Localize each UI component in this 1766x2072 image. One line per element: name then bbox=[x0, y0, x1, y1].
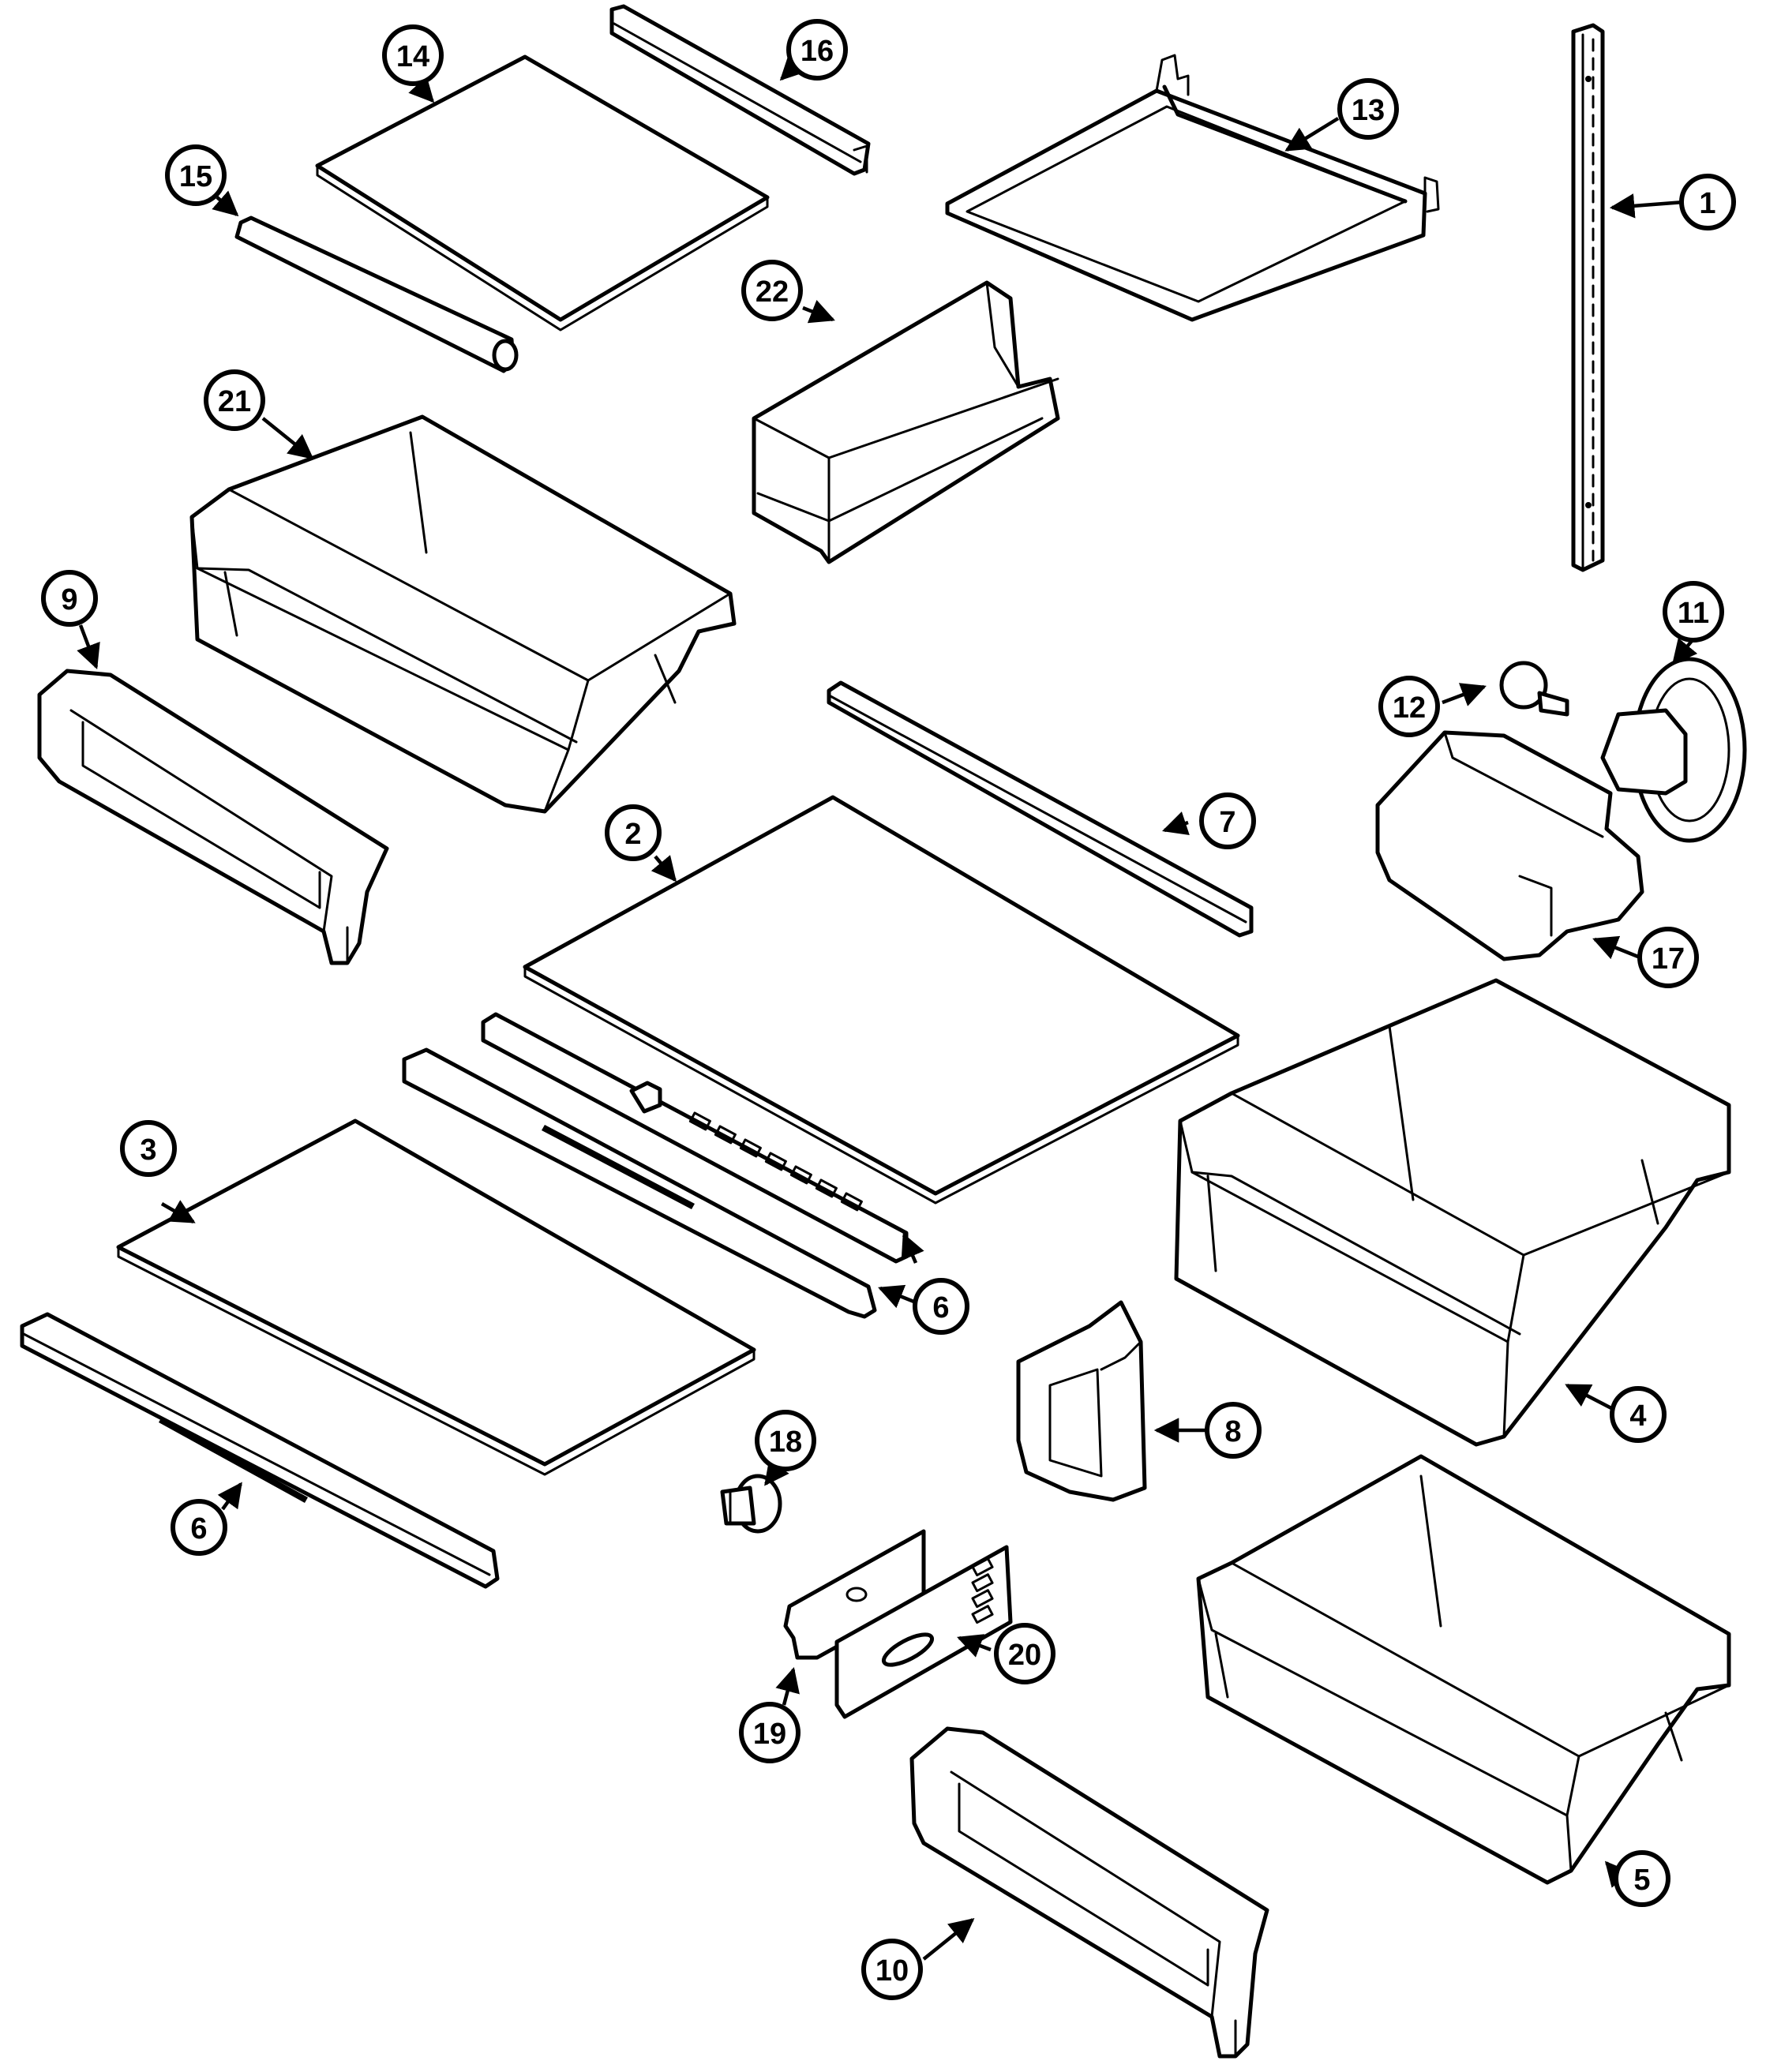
leader-6a-upper bbox=[901, 1233, 924, 1264]
leader-11 bbox=[1672, 638, 1698, 665]
callout-label: 12 bbox=[1393, 691, 1426, 725]
part-6-shelf-trim-front bbox=[402, 1012, 909, 1319]
callout-label: 7 bbox=[1219, 806, 1235, 839]
part-19-bracket bbox=[783, 1529, 926, 1660]
callout-label: 20 bbox=[1008, 1639, 1041, 1672]
part-3-glass-shelf bbox=[116, 1118, 756, 1476]
callout-label: 9 bbox=[61, 583, 77, 616]
callout-label: 2 bbox=[624, 818, 641, 851]
leader-4 bbox=[1565, 1384, 1614, 1411]
callout-label: 21 bbox=[218, 385, 251, 418]
callout-label: 15 bbox=[179, 160, 212, 193]
callout-10: 10 bbox=[861, 1939, 923, 2000]
callout-label: 13 bbox=[1352, 94, 1385, 127]
callout-11: 11 bbox=[1663, 581, 1724, 643]
leader-15 bbox=[212, 190, 239, 217]
callout-label: 1 bbox=[1699, 187, 1715, 220]
callout-17: 17 bbox=[1637, 927, 1699, 988]
leader-21 bbox=[261, 417, 314, 459]
callout-7: 7 bbox=[1199, 792, 1256, 849]
callout-label: 14 bbox=[396, 40, 429, 73]
part-22-dairy-bin bbox=[752, 280, 1060, 564]
part-11-light-socket bbox=[1600, 657, 1747, 843]
part-4-crisper-drawer bbox=[1174, 978, 1731, 1447]
callout-20: 20 bbox=[994, 1623, 1055, 1684]
leader-19 bbox=[775, 1666, 800, 1706]
leader-9 bbox=[77, 624, 100, 669]
callout-label: 22 bbox=[756, 275, 789, 309]
part-10-drawer-front bbox=[909, 1726, 1269, 2059]
part-5-crisper-drawer bbox=[1196, 1454, 1731, 1885]
callout-label: 10 bbox=[876, 1954, 909, 1988]
callout-label: 17 bbox=[1652, 942, 1685, 976]
part-15-round-trim bbox=[234, 215, 519, 373]
part-9-drawer-front bbox=[37, 669, 389, 965]
leader-14 bbox=[408, 76, 435, 103]
callout-label: 6 bbox=[190, 1512, 207, 1546]
callout-9: 9 bbox=[41, 570, 98, 627]
part-6-shelf-trim-lower bbox=[20, 1312, 500, 1589]
callout-2: 2 bbox=[605, 804, 662, 861]
callout-19: 19 bbox=[739, 1702, 801, 1763]
leader-lines bbox=[77, 54, 1698, 1961]
part-18-cap bbox=[720, 1474, 782, 1534]
callout-5: 5 bbox=[1614, 1850, 1670, 1907]
part-1-shelf-rail bbox=[1571, 23, 1605, 572]
part-21-crisper-drawer bbox=[189, 414, 737, 814]
leader-10 bbox=[922, 1918, 975, 1961]
callout-3: 3 bbox=[120, 1120, 177, 1177]
part-12-light-bulb bbox=[1499, 661, 1569, 717]
callout-14: 14 bbox=[382, 24, 444, 86]
leader-3 bbox=[160, 1200, 196, 1223]
leader-20 bbox=[957, 1634, 992, 1658]
part-8-humidity-control bbox=[1016, 1300, 1147, 1502]
leader-7 bbox=[1162, 811, 1190, 835]
part-14-glass-shelf bbox=[315, 54, 770, 332]
callout-label: 11 bbox=[1678, 597, 1709, 630]
leader-6b bbox=[217, 1482, 242, 1511]
leader-12 bbox=[1442, 683, 1487, 706]
callout-6b: 6 bbox=[171, 1499, 227, 1556]
callout-4: 4 bbox=[1610, 1386, 1667, 1443]
part-2-glass-shelf bbox=[523, 795, 1240, 1205]
part-17-light-shield bbox=[1375, 730, 1644, 961]
part-20-control-panel bbox=[834, 1545, 1013, 1719]
callout-label: 16 bbox=[801, 35, 834, 68]
part-16-shelf-trim bbox=[609, 4, 871, 176]
callout-15: 15 bbox=[165, 144, 227, 206]
callout-label: 18 bbox=[769, 1426, 802, 1459]
callout-16: 16 bbox=[786, 19, 848, 81]
part-7-shelf-trim bbox=[827, 680, 1254, 938]
leader-18 bbox=[764, 1458, 789, 1486]
callout-label: 5 bbox=[1633, 1864, 1650, 1897]
callout-13: 13 bbox=[1337, 78, 1399, 140]
leader-13 bbox=[1284, 117, 1340, 152]
callout-8: 8 bbox=[1205, 1402, 1262, 1459]
temperature-control-slots bbox=[688, 1111, 863, 1212]
callout-12: 12 bbox=[1378, 676, 1440, 737]
callout-6a: 6 bbox=[913, 1278, 969, 1335]
callout-label: 6 bbox=[932, 1291, 949, 1325]
leader-1 bbox=[1609, 193, 1685, 219]
callout-21: 21 bbox=[204, 369, 265, 431]
leader-2 bbox=[651, 855, 677, 882]
callout-label: 19 bbox=[753, 1718, 786, 1751]
leader-22 bbox=[802, 299, 835, 324]
callout-label: 4 bbox=[1629, 1399, 1646, 1433]
callout-22: 22 bbox=[741, 260, 803, 321]
leader-17 bbox=[1592, 935, 1639, 960]
callout-label: 8 bbox=[1224, 1415, 1241, 1448]
callout-18: 18 bbox=[755, 1410, 816, 1471]
leader-6a-lower bbox=[878, 1284, 917, 1309]
callout-label: 3 bbox=[140, 1133, 156, 1167]
callout-1: 1 bbox=[1679, 174, 1736, 230]
